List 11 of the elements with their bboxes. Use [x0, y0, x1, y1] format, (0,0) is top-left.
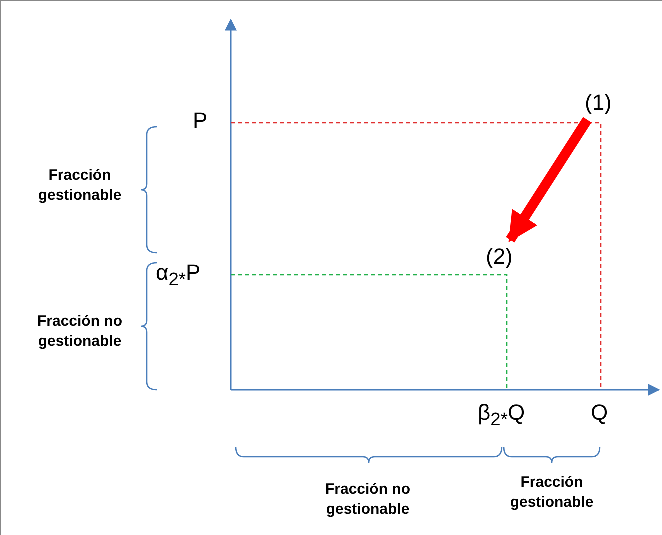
bracket-label: Fracción gestionable [37, 166, 123, 206]
bracket-label: Fracción gestionable [509, 473, 595, 514]
axis-label: Q [591, 400, 608, 426]
axis-label: P [193, 108, 208, 134]
bracket-label: Fracción no gestionable [36, 312, 124, 352]
axis-label: β$_{2*}$Q [478, 400, 526, 430]
arrow [506, 117, 592, 243]
bracket-label: Fracción no gestionable [324, 480, 412, 520]
point-label: (1) [585, 90, 612, 116]
axis-label: α$_{2*}$P [156, 260, 201, 290]
point-label: (2) [486, 244, 513, 270]
